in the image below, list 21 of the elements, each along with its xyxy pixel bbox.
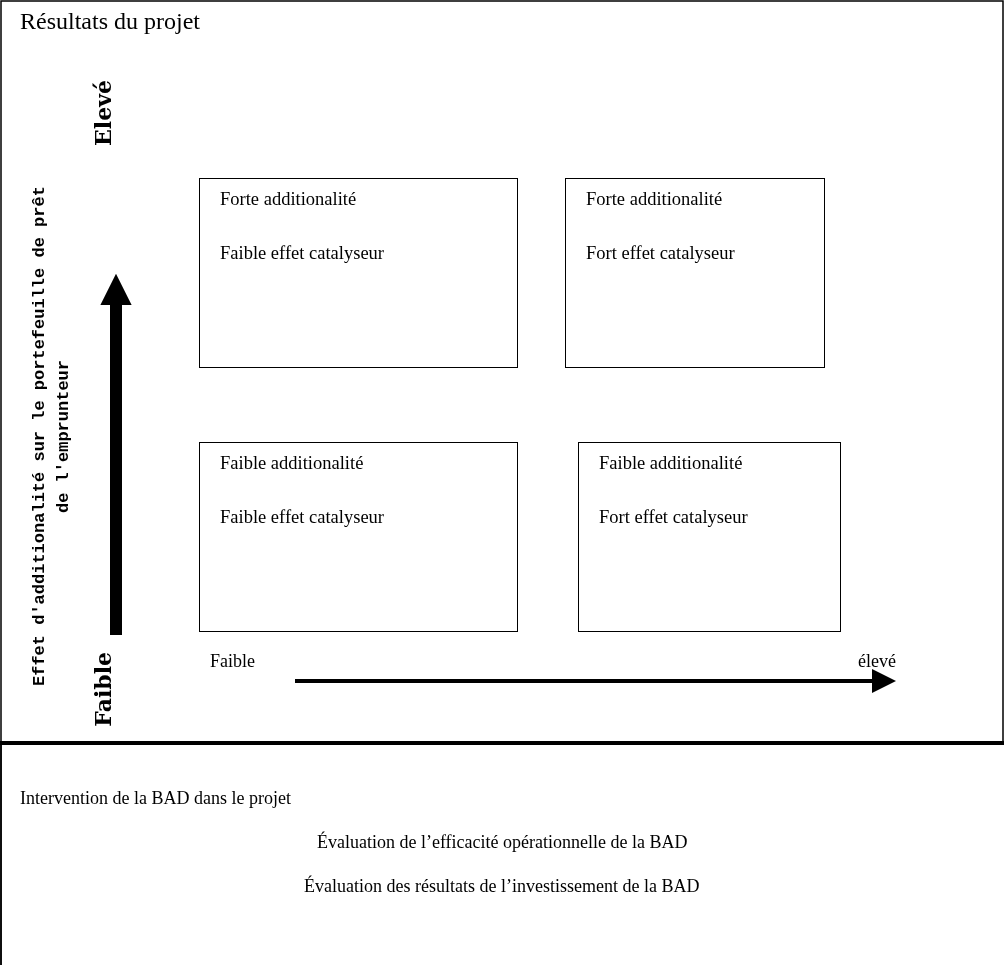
quadrant-box bbox=[565, 178, 825, 368]
quadrant-box bbox=[578, 442, 841, 632]
quadrant-text: Faible additionalité bbox=[220, 453, 364, 474]
quadrant-text: Forte additionalité bbox=[586, 189, 723, 210]
axis-end-label: Elevé bbox=[90, 80, 116, 146]
axis-title: Effet d'additionalité sur le portefeuille de prêt de l'emprunteur bbox=[29, 185, 74, 688]
quadrant-text: Fort effet catalyseur bbox=[586, 243, 735, 264]
quadrant-text: Faible effet catalyseur bbox=[220, 507, 385, 528]
axis-end-label: Faible bbox=[90, 652, 116, 727]
note-text: Évaluation de l’efficacité opérationnelle de la BAD bbox=[317, 832, 688, 853]
diagram-title: Résultats du projet bbox=[20, 8, 200, 35]
axis-end-label: Faible bbox=[210, 651, 255, 672]
quadrant-text: Forte additionalité bbox=[220, 189, 357, 210]
section-heading: Intervention de la BAD dans le projet bbox=[20, 788, 291, 809]
axis-end-label: élevé bbox=[858, 651, 896, 672]
quadrant-text: Fort effet catalyseur bbox=[599, 507, 748, 528]
quadrant-text: Faible additionalité bbox=[599, 453, 743, 474]
note-text: Évaluation des résultats de l’investissement de la BAD bbox=[304, 876, 700, 897]
quadrant-text: Faible effet catalyseur bbox=[220, 243, 385, 264]
quadrant-box bbox=[199, 442, 518, 632]
quadrant-box bbox=[199, 178, 518, 368]
